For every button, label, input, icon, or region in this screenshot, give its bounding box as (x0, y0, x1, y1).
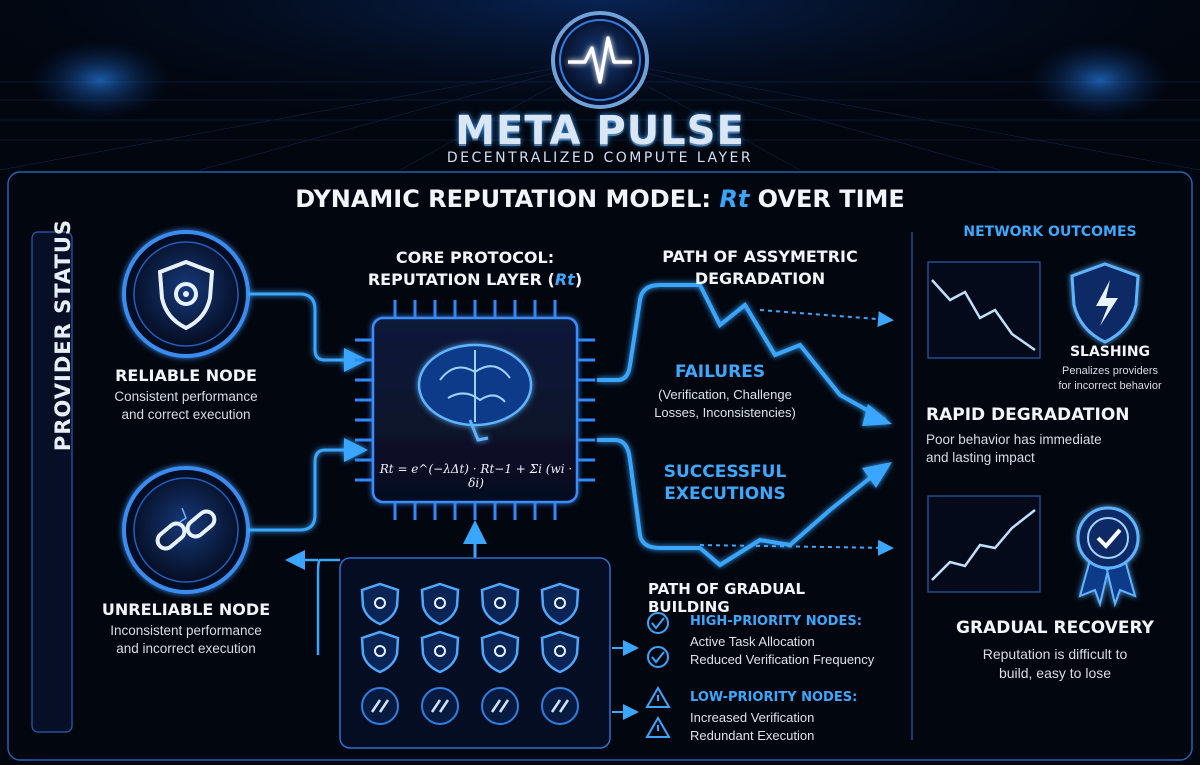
core-layer-text: REPUTATION LAYER ( (367, 270, 555, 289)
slashing-label: SLASHING (1069, 344, 1151, 360)
core-layer-label: REPUTATION LAYER (Rt) (355, 270, 595, 289)
title-symbol: Rt (719, 185, 750, 213)
brand-tagline: DECENTRALIZED COMPUTE LAYER (446, 150, 754, 166)
unreliable-node-desc-2: and incorrect execution (116, 641, 256, 656)
low-priority-item-2: Redundant Execution (690, 728, 815, 743)
reliable-node-desc-2: and correct execution (121, 407, 251, 422)
reputation-formula: Rt = e^(−λΔt) · Rt−1 + Σi (wi · δi) (379, 462, 573, 490)
degradation-path-label-2: DEGRADATION (694, 269, 826, 288)
slashing-desc-2: for incorrect behavior (1058, 380, 1162, 392)
reliable-node-desc-1: Consistent performance (114, 389, 258, 404)
success-label-2: EXECUTIONS (664, 484, 786, 504)
brand-name: META PULSE (455, 108, 745, 154)
high-priority-title: HIGH-PRIORITY NODES: (690, 614, 862, 629)
core-layer-close: ) (574, 270, 583, 289)
high-priority-item-1: Active Task Allocation (690, 634, 815, 649)
failures-desc-1: (Verification, Challenge (658, 387, 792, 402)
gradual-recovery-desc-2: build, easy to lose (998, 665, 1112, 681)
high-priority-item-2: Reduced Verification Frequency (690, 652, 875, 667)
success-label-1: SUCCESSFUL (663, 462, 787, 482)
pulse-logo-icon (551, 11, 649, 109)
rapid-degradation-desc-2: and lasting impact (926, 450, 1035, 465)
reliable-node-label: RELIABLE NODE (115, 366, 257, 385)
reliable-node-circle (122, 230, 250, 358)
gradual-path-label: PATH OF GRADUAL BUILDING (648, 580, 806, 616)
failures-label: FAILURES (674, 362, 766, 382)
failures-desc-2: Losses, Inconsistencies) (654, 405, 796, 420)
rapid-degradation-desc-1: Poor behavior has immediate (926, 432, 1102, 447)
degradation-path-label-1: PATH OF ASSYMETRIC (662, 247, 858, 266)
page-title: DYNAMIC REPUTATION MODEL: Rt OVER TIME (0, 185, 1200, 213)
gradual-recovery-label: GRADUAL RECOVERY (956, 618, 1154, 638)
slashing-desc-1: Penalizes providers (1062, 365, 1158, 377)
core-layer-symbol: Rt (554, 270, 575, 289)
network-outcomes-header: NETWORK OUTCOMES (963, 224, 1137, 240)
unreliable-node-label: UNRELIABLE NODE (101, 600, 271, 619)
core-chip (355, 300, 595, 520)
low-priority-item-1: Increased Verification (690, 710, 815, 725)
unreliable-node-desc-1: Inconsistent performance (110, 623, 262, 638)
rapid-degradation-label: RAPID DEGRADATION (926, 405, 1130, 425)
provider-status-label: PROVIDER STATUS (51, 218, 75, 452)
core-protocol-label: CORE PROTOCOL: (395, 248, 555, 267)
low-priority-title: LOW-PRIORITY NODES: (690, 690, 858, 705)
title-prefix: DYNAMIC REPUTATION MODEL: (295, 185, 720, 213)
unreliable-node-circle (122, 466, 250, 594)
title-suffix: OVER TIME (749, 185, 905, 213)
gradual-recovery-desc-1: Reputation is difficult to (982, 646, 1128, 662)
